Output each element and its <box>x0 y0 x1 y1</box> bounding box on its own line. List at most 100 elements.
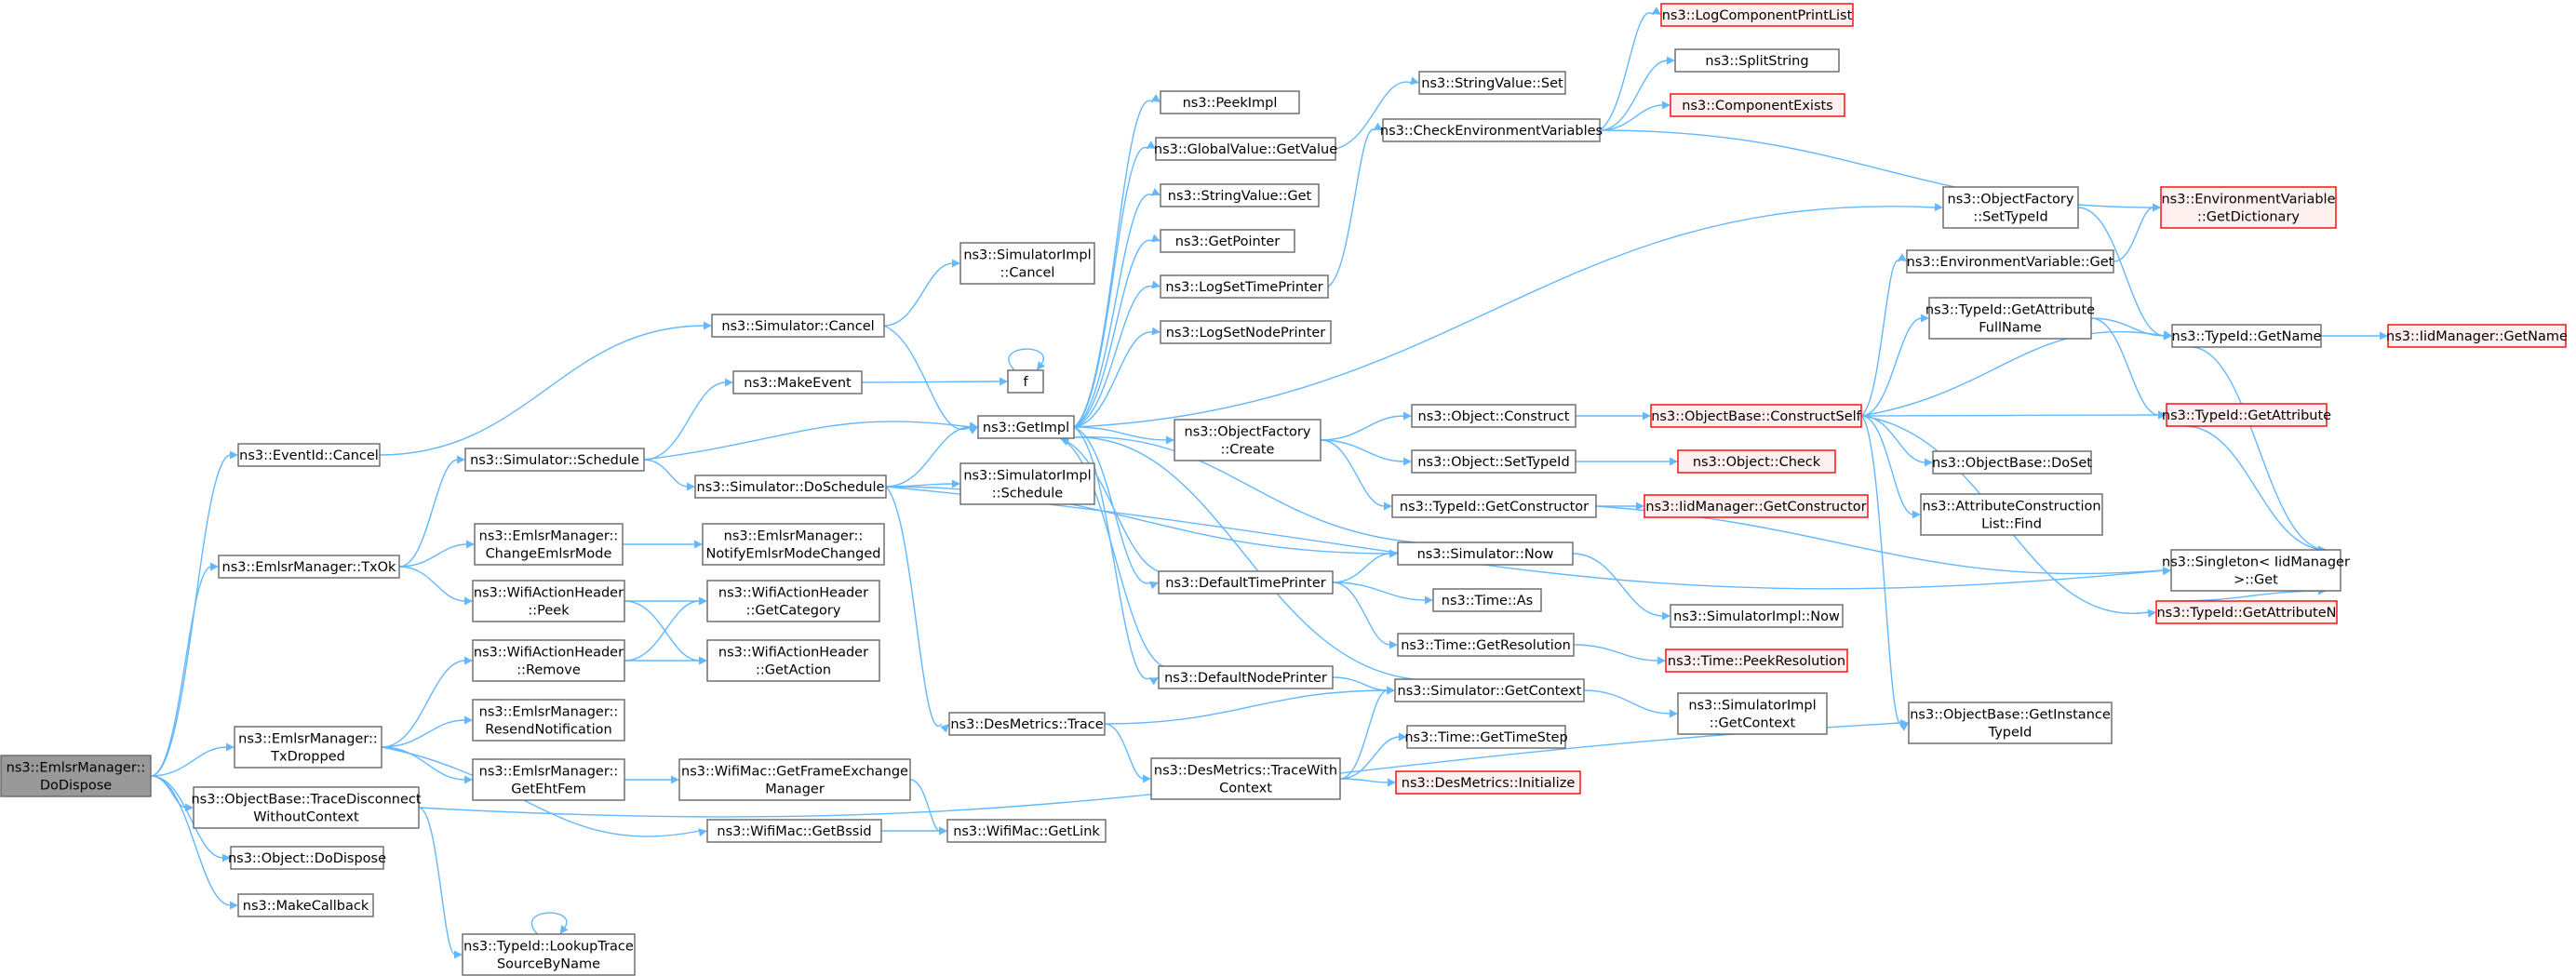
node-notifyemlsr[interactable]: ns3::EmlsrManager::NotifyEmlsrModeChange… <box>702 523 885 566</box>
node-sim-getcontext[interactable]: ns3::Simulator::GetContext <box>1394 678 1585 702</box>
node-box <box>1382 118 1601 142</box>
node-simimpl-getcontext[interactable]: ns3::SimulatorImpl::GetContext <box>1677 692 1828 735</box>
node-box <box>1397 633 1575 657</box>
node-wah-getcategory[interactable]: ns3::WifiActionHeader::GetCategory <box>706 580 880 622</box>
edge-typeid_getattrfullname-to-typeid_getname <box>2090 317 2166 337</box>
node-label-line: ::GetAction <box>756 663 831 678</box>
edge-root-to-makecallback-arrowhead <box>230 901 238 910</box>
node-makeevent[interactable]: ns3::MakeEvent <box>732 370 863 394</box>
node-label-line: ns3::ComponentExists <box>1682 99 1833 114</box>
node-label-line: ns3::WifiActionHeader <box>718 586 868 601</box>
node-logcompprintlist[interactable]: ns3::LogComponentPrintList <box>1660 3 1854 27</box>
node-sv-get[interactable]: ns3::StringValue::Get <box>1160 183 1320 207</box>
node-label-line: ns3::SimulatorImpl <box>963 248 1091 263</box>
edge-makeevent-to-f-arrowhead <box>1000 377 1008 386</box>
node-wah-getaction[interactable]: ns3::WifiActionHeader::GetAction <box>706 639 880 682</box>
node-txok[interactable]: ns3::EmlsrManager::TxOk <box>218 555 400 579</box>
node-defaultnodeprinter[interactable]: ns3::DefaultNodePrinter <box>1158 665 1334 689</box>
edge-sim_now-to-getimpl <box>1059 436 1417 543</box>
node-label-line: ns3::EmlsrManager:: <box>238 732 378 747</box>
node-componentexists[interactable]: ns3::ComponentExists <box>1670 93 1845 117</box>
node-desmetrics-trace[interactable]: ns3::DesMetrics::Trace <box>948 712 1106 736</box>
node-singleton-get[interactable]: ns3::Singleton< IidManager>::Get <box>2162 549 2350 592</box>
node-getpointer[interactable]: ns3::GetPointer <box>1160 229 1295 253</box>
node-logsetnodeprinter[interactable]: ns3::LogSetNodePrinter <box>1160 320 1332 344</box>
node-iid-getname[interactable]: ns3::IidManager::GetName <box>2386 324 2568 348</box>
node-typeid-getname[interactable]: ns3::TypeId::GetName <box>2171 324 2322 348</box>
node-sim-doschedule[interactable]: ns3::Simulator::DoSchedule <box>694 475 887 499</box>
node-time-gettimestep[interactable]: ns3::Time::GetTimeStep <box>1404 725 1568 749</box>
node-envvar-getdictionary[interactable]: ns3::EnvironmentVariable::GetDictionary <box>2160 186 2337 229</box>
node-typeid-getattribute[interactable]: ns3::TypeId::GetAttribute <box>2162 403 2331 427</box>
node-label-line: NotifyEmlsrModeChanged <box>706 547 881 562</box>
node-objbase-constructself[interactable]: ns3::ObjectBase::ConstructSelf <box>1650 404 1862 428</box>
node-wifimac-getbssid[interactable]: ns3::WifiMac::GetBssid <box>706 819 882 843</box>
node-eventid-cancel[interactable]: ns3::EventId::Cancel <box>237 443 381 467</box>
node-objfactory-create[interactable]: ns3::ObjectFactory::Create <box>1174 419 1322 461</box>
node-resendnotification[interactable]: ns3::EmlsrManager::ResendNotification <box>472 699 625 742</box>
edge-typeid_getconstructor-to-iid_getconstructor-arrowhead <box>1636 501 1644 511</box>
node-object-check[interactable]: ns3::Object::Check <box>1677 449 1836 474</box>
node-sv-set[interactable]: ns3::StringValue::Set <box>1418 71 1566 95</box>
node-peekimpl[interactable]: ns3::PeekImpl <box>1160 90 1300 114</box>
edge-tracewithcontext-to-sim_getcontext <box>1339 689 1389 780</box>
node-time-peekresolution[interactable]: ns3::Time::PeekResolution <box>1665 648 1848 673</box>
node-object-dodispose[interactable]: ns3::Object::DoDispose <box>228 846 386 870</box>
node-getehtfem[interactable]: ns3::EmlsrManager::GetEhtFem <box>472 758 625 801</box>
node-objfactory-settypeid[interactable]: ns3::ObjectFactory::SetTypeId <box>1942 186 2079 229</box>
edge-txdropped-to-resendnotification <box>381 719 466 748</box>
node-simimpl-cancel[interactable]: ns3::SimulatorImpl::Cancel <box>959 242 1095 285</box>
node-splitstring[interactable]: ns3::SplitString <box>1674 48 1840 73</box>
node-typeid-getconstructor[interactable]: ns3::TypeId::GetConstructor <box>1391 494 1597 518</box>
node-defaulttimeprinter[interactable]: ns3::DefaultTimePrinter <box>1158 570 1334 595</box>
node-label-line: ns3::EnvironmentVariable::Get <box>1907 255 2114 270</box>
node-gv-getvalue[interactable]: ns3::GlobalValue::GetValue <box>1154 137 1337 161</box>
node-simimpl-now[interactable]: ns3::SimulatorImpl::Now <box>1670 604 1844 628</box>
edge-objfactory_create-to-typeid_getconstructor-arrowhead <box>1384 501 1392 511</box>
edge-objbase_constructself-to-attrconstruction_find <box>1860 415 1914 515</box>
edge-checkenvvars-to-componentexists <box>1599 104 1664 131</box>
node-sim-now[interactable]: ns3::Simulator::Now <box>1397 541 1574 566</box>
node-object-settypeid[interactable]: ns3::Object::SetTypeId <box>1411 449 1576 474</box>
node-wifimac-getlink[interactable]: ns3::WifiMac::GetLink <box>946 819 1107 843</box>
node-envvar-get[interactable]: ns3::EnvironmentVariable::Get <box>1906 249 2114 274</box>
node-objbase-doset[interactable]: ns3::ObjectBase::DoSet <box>1932 450 2092 475</box>
node-changeemlsrmode[interactable]: ns3::EmlsrManager::ChangeEmlsrMode <box>474 523 624 566</box>
edge-object_settypeid-to-object_check-arrowhead <box>1670 457 1678 466</box>
node-checkenvvars[interactable]: ns3::CheckEnvironmentVariables <box>1380 118 1603 142</box>
node-wah-remove[interactable]: ns3::WifiActionHeader::Remove <box>472 639 625 682</box>
node-iid-getconstructor[interactable]: ns3::IidManager::GetConstructor <box>1644 494 1869 518</box>
edge-sim_schedule-to-sim_doschedule <box>643 459 689 488</box>
node-simimpl-schedule[interactable]: ns3::SimulatorImpl::Schedule <box>959 462 1095 505</box>
node-object-construct[interactable]: ns3::Object::Construct <box>1411 404 1576 428</box>
node-time-as[interactable]: ns3::Time::As <box>1432 588 1542 612</box>
edge-checkenvvars-to-logcompprintlist <box>1599 12 1655 131</box>
node-txdropped[interactable]: ns3::EmlsrManager::TxDropped <box>234 726 382 769</box>
node-box <box>1160 229 1295 253</box>
node-time-getresolution[interactable]: ns3::Time::GetResolution <box>1397 633 1575 657</box>
node-box <box>1007 369 1044 394</box>
node-sim-cancel[interactable]: ns3::Simulator::Cancel <box>711 314 885 338</box>
node-desmetrics-init[interactable]: ns3::DesMetrics::Initialize <box>1395 770 1581 795</box>
edge-desmetrics_trace-to-tracewithcontext <box>1104 723 1145 780</box>
node-getimpl[interactable]: ns3::GetImpl <box>977 415 1075 439</box>
node-f[interactable]: f <box>1007 369 1044 394</box>
node-box <box>706 819 882 843</box>
node-wah-peek[interactable]: ns3::WifiActionHeader::Peek <box>472 580 625 622</box>
node-label-line: ns3::WifiMac::GetFrameExchange <box>681 765 908 780</box>
edge-getimpl-to-sv_get <box>1073 194 1154 428</box>
node-sim-schedule[interactable]: ns3::Simulator::Schedule <box>464 448 645 472</box>
node-logsettimeprinter[interactable]: ns3::LogSetTimePrinter <box>1160 274 1329 299</box>
node-root[interactable]: ns3::EmlsrManager::DoDispose <box>0 755 152 797</box>
node-box <box>1150 757 1341 800</box>
edge-getimpl-to-defaultnodeprinter <box>1073 426 1152 680</box>
node-typeid-getattributen[interactable]: ns3::TypeId::GetAttributeN <box>2155 600 2338 624</box>
node-tracedisconnect[interactable]: ns3::ObjectBase::TraceDisconnectWithoutC… <box>191 786 422 829</box>
node-makecallback[interactable]: ns3::MakeCallback <box>237 893 374 917</box>
